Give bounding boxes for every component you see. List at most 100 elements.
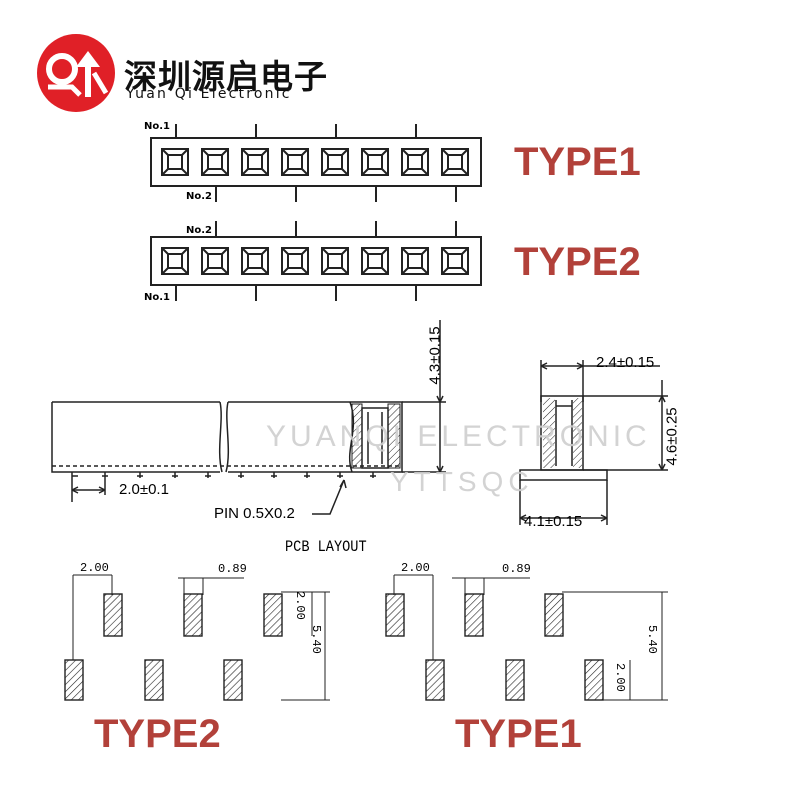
contact-cell-edge bbox=[321, 267, 329, 275]
contact-cell-inner bbox=[447, 253, 463, 269]
pcb-pad bbox=[505, 659, 525, 701]
contact-cell-inner bbox=[207, 154, 223, 170]
contact-cell-edge bbox=[421, 148, 429, 156]
contact-cell-edge bbox=[321, 247, 329, 255]
contact-cell-edge bbox=[281, 267, 289, 275]
contact-cell-edge bbox=[221, 148, 229, 156]
contact-cell bbox=[361, 148, 389, 176]
pcb-pad bbox=[584, 659, 604, 701]
contact-cell-edge bbox=[321, 168, 329, 176]
pcb-right-pad-width-label: 0.89 bbox=[502, 562, 531, 576]
contact-cell-inner bbox=[367, 154, 383, 170]
contact-cell-edge bbox=[461, 247, 469, 255]
contact-cell-edge bbox=[441, 148, 449, 156]
type2-label-top: TYPE2 bbox=[514, 240, 641, 284]
contact-cell-edge bbox=[161, 148, 169, 156]
contact-cell-edge bbox=[421, 267, 429, 275]
contact-cell-edge bbox=[241, 267, 249, 275]
contact-cell bbox=[441, 148, 469, 176]
brand-name-en: Yuan Qi Electronic bbox=[126, 86, 292, 102]
brand-name-cn: 深圳源启电子 bbox=[124, 57, 328, 96]
type2-label-bottom: TYPE2 bbox=[94, 712, 221, 756]
contact-cell-inner bbox=[407, 154, 423, 170]
contact-cell-edge bbox=[241, 247, 249, 255]
contact-cell-inner bbox=[327, 253, 343, 269]
contact-cell-edge bbox=[221, 247, 229, 255]
contact-cell-inner bbox=[247, 154, 263, 170]
pcb-left-pad-length-label: 2.00 bbox=[293, 591, 307, 620]
watermark-line2: YTTSQC bbox=[390, 466, 534, 497]
contact-cell bbox=[161, 247, 189, 275]
type2-housing bbox=[150, 236, 482, 286]
contact-cell-edge bbox=[401, 148, 409, 156]
pcb-pad bbox=[544, 593, 564, 637]
pcb-right-row-span-label: 5.40 bbox=[645, 625, 659, 654]
contact-cell-edge bbox=[221, 267, 229, 275]
contact-cell-edge bbox=[281, 168, 289, 176]
contact-cell-edge bbox=[201, 267, 209, 275]
contact-cell-edge bbox=[461, 168, 469, 176]
contact-cell-edge bbox=[201, 247, 209, 255]
side-view-drawing bbox=[51, 320, 668, 525]
pcb-pad bbox=[263, 593, 283, 637]
contact-cell-edge bbox=[341, 247, 349, 255]
contact-cell-inner bbox=[287, 253, 303, 269]
pcb-pad bbox=[183, 593, 203, 637]
pitch-dim-label: 2.0±0.1 bbox=[119, 481, 169, 498]
pcb-pad bbox=[103, 593, 123, 637]
type1-no1-label: No.1 bbox=[144, 121, 170, 132]
contact-cell-inner bbox=[207, 253, 223, 269]
contact-cell-edge bbox=[281, 247, 289, 255]
contact-cell-inner bbox=[167, 154, 183, 170]
contact-cell-edge bbox=[401, 247, 409, 255]
contact-cell-edge bbox=[241, 168, 249, 176]
contact-cell-edge bbox=[361, 267, 369, 275]
contact-cell-edge bbox=[381, 168, 389, 176]
contact-cell-edge bbox=[221, 168, 229, 176]
contact-cell bbox=[241, 148, 269, 176]
pcb-layout-drawing bbox=[64, 574, 668, 701]
contact-cell bbox=[401, 148, 429, 176]
contact-cell bbox=[241, 247, 269, 275]
pcb-left-row-span-label: 5.40 bbox=[309, 625, 323, 654]
contact-cell-inner bbox=[167, 253, 183, 269]
contact-cell-edge bbox=[361, 148, 369, 156]
contact-cell-edge bbox=[361, 247, 369, 255]
type2-no2-label: No.2 bbox=[186, 225, 212, 236]
contact-cell-inner bbox=[447, 154, 463, 170]
side-height-dim-label: 4.6±0.25 bbox=[663, 407, 681, 466]
type1-no2-label: No.2 bbox=[186, 191, 212, 202]
contact-cell bbox=[161, 148, 189, 176]
pin-size-label: PIN 0.5X0.2 bbox=[214, 505, 295, 522]
contact-cell-inner bbox=[327, 154, 343, 170]
pcb-pad bbox=[144, 659, 164, 701]
contact-cell-edge bbox=[441, 247, 449, 255]
contact-cell-edge bbox=[341, 148, 349, 156]
contact-cell bbox=[401, 247, 429, 275]
contact-cell-edge bbox=[261, 148, 269, 156]
contact-cell-edge bbox=[301, 168, 309, 176]
contact-cell-inner bbox=[367, 253, 383, 269]
contact-cell-edge bbox=[441, 267, 449, 275]
contact-cell bbox=[281, 148, 309, 176]
pcb-layout-title: PCB LAYOUT bbox=[285, 538, 367, 556]
contact-cell-edge bbox=[301, 247, 309, 255]
logo-icon bbox=[37, 34, 115, 112]
contact-cell-edge bbox=[181, 247, 189, 255]
contact-cell bbox=[201, 148, 229, 176]
pcb-left-pitch-label: 2.00 bbox=[80, 561, 109, 575]
pcb-right-pad-length-label: 2.00 bbox=[613, 663, 627, 692]
contact-cell-edge bbox=[361, 168, 369, 176]
contact-cell bbox=[281, 247, 309, 275]
pcb-pad bbox=[385, 593, 405, 637]
width-top-dim-label: 2.4±0.15 bbox=[596, 354, 655, 371]
contact-cell-edge bbox=[161, 168, 169, 176]
type2-no1-label: No.1 bbox=[144, 292, 170, 303]
contact-cell-edge bbox=[181, 148, 189, 156]
contact-cell-edge bbox=[341, 168, 349, 176]
contact-cell-inner bbox=[247, 253, 263, 269]
contact-cell bbox=[321, 148, 349, 176]
contact-cell bbox=[441, 247, 469, 275]
pcb-pad bbox=[464, 593, 484, 637]
contact-cell-edge bbox=[261, 168, 269, 176]
